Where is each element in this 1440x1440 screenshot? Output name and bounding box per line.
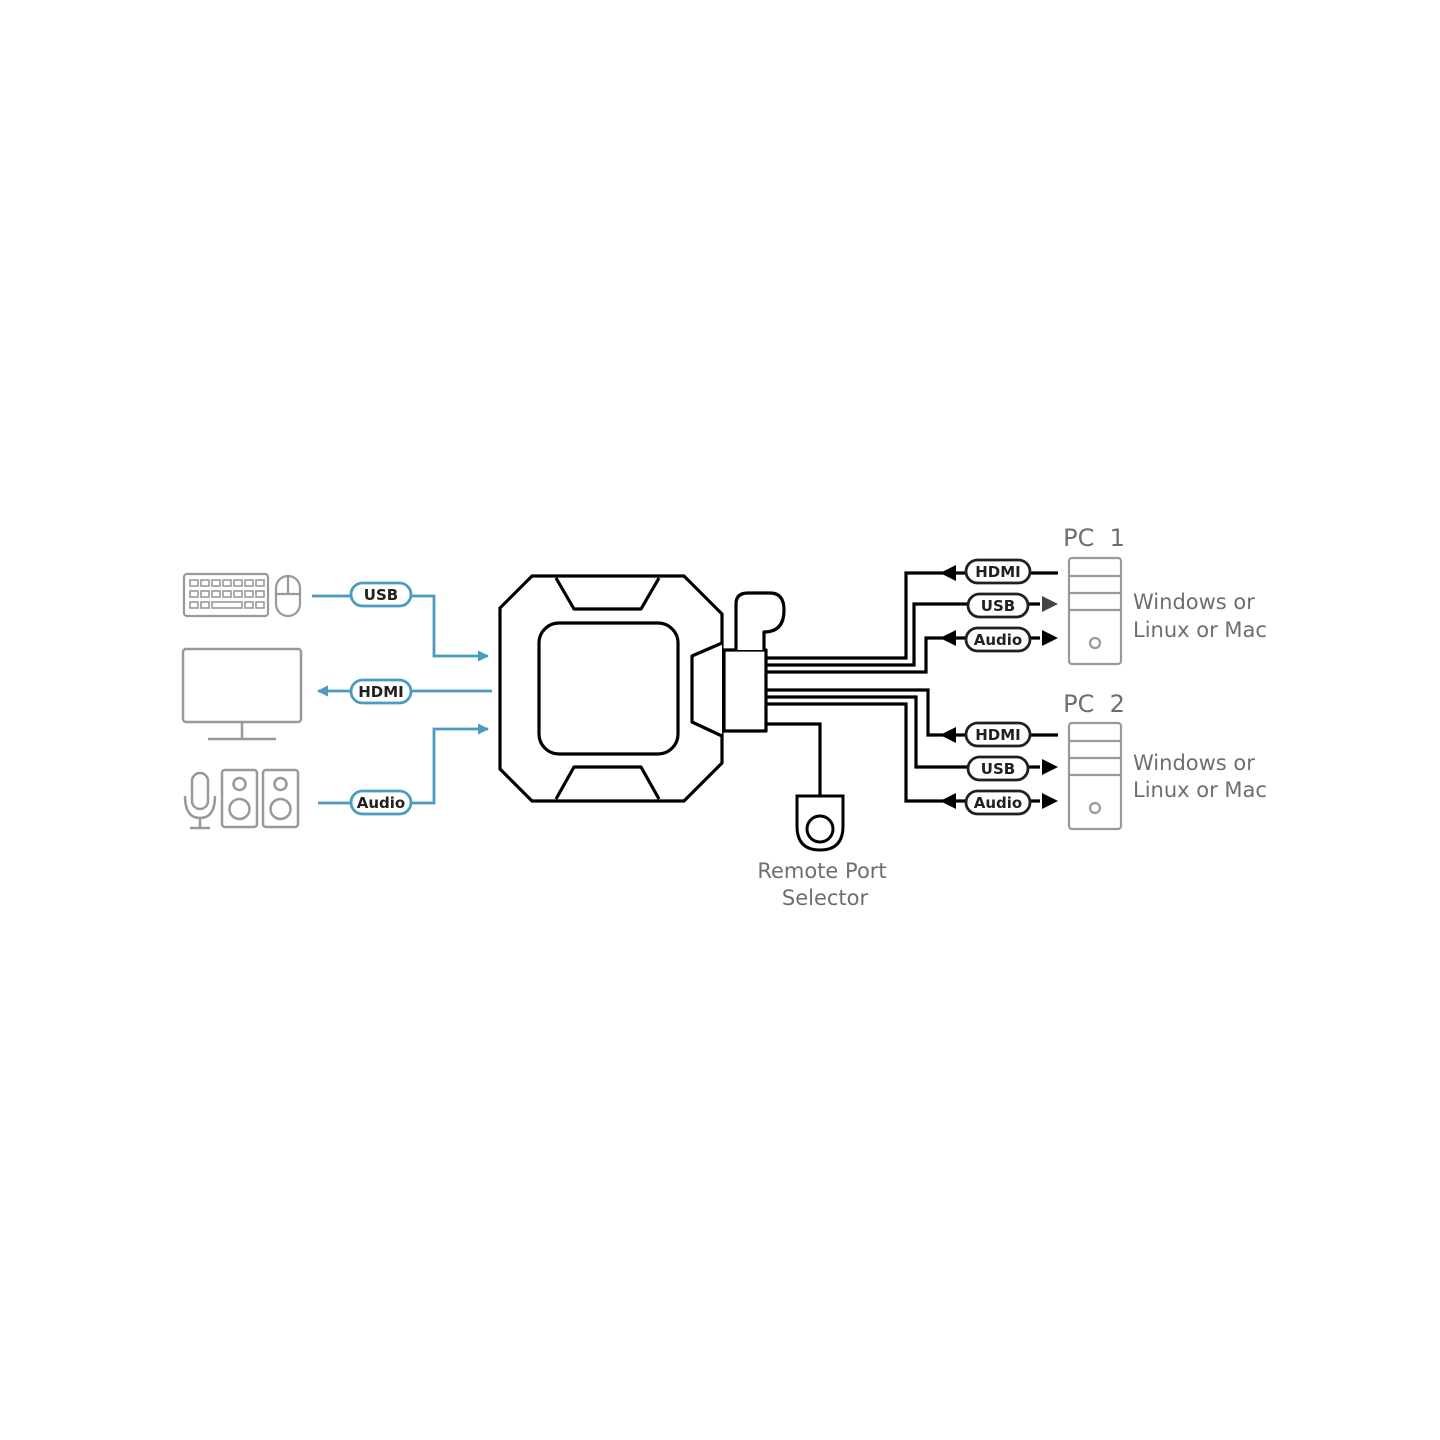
kvm-cable-connector (722, 648, 768, 733)
remote-port-selector-icon (795, 794, 845, 852)
pc2-os-line2: Linux or Mac (1133, 778, 1267, 802)
pc2-hdmi-label: HDMI (975, 726, 1021, 744)
pc2-os-line1: Windows or (1133, 751, 1255, 775)
console-hdmi-label: HDMI (358, 683, 404, 701)
pc2-audio-label: Audio (974, 794, 1022, 812)
pc1-tower-icon (1067, 556, 1123, 666)
microphone-speakers-icon (183, 768, 300, 830)
remote-cable (766, 722, 822, 796)
pc1-audio-label: Audio (974, 631, 1022, 649)
pc1-title: PC 1 (1063, 524, 1125, 552)
kvm-top-panel (537, 621, 680, 756)
pc2-usb-pill: USB (966, 755, 1030, 782)
pc2-audio-cable (766, 702, 1040, 803)
remote-label-line2: Selector (782, 886, 869, 910)
kvm-switch-body (498, 574, 786, 803)
pc1-usb-label: USB (981, 597, 1015, 615)
pc2-hdmi-pill: HDMI (964, 721, 1032, 748)
console-audio-label: Audio (357, 794, 405, 812)
pc1-os-line2: Linux or Mac (1133, 618, 1267, 642)
console-hdmi-pill: HDMI (349, 678, 413, 705)
monitor-icon (181, 647, 303, 741)
pc1-hdmi-pill: HDMI (964, 558, 1032, 585)
console-audio-pill: Audio (349, 789, 413, 816)
console-usb-label: USB (364, 586, 398, 604)
pc-cable-arrows (940, 565, 1058, 809)
pc2-tower-icon (1067, 721, 1123, 831)
keyboard-mouse-icon (182, 572, 302, 618)
pc1-os-line1: Windows or (1133, 590, 1255, 614)
console-usb-pill: USB (349, 581, 413, 608)
pc1-usb-pill: USB (966, 592, 1030, 619)
pc1-audio-pill: Audio (964, 626, 1032, 653)
pc2-usb-label: USB (981, 760, 1015, 778)
remote-label-line1: Remote Port (757, 859, 886, 883)
pc2-title: PC 2 (1063, 690, 1125, 718)
pc1-hdmi-label: HDMI (975, 563, 1021, 581)
pc2-audio-pill: Audio (964, 789, 1032, 816)
